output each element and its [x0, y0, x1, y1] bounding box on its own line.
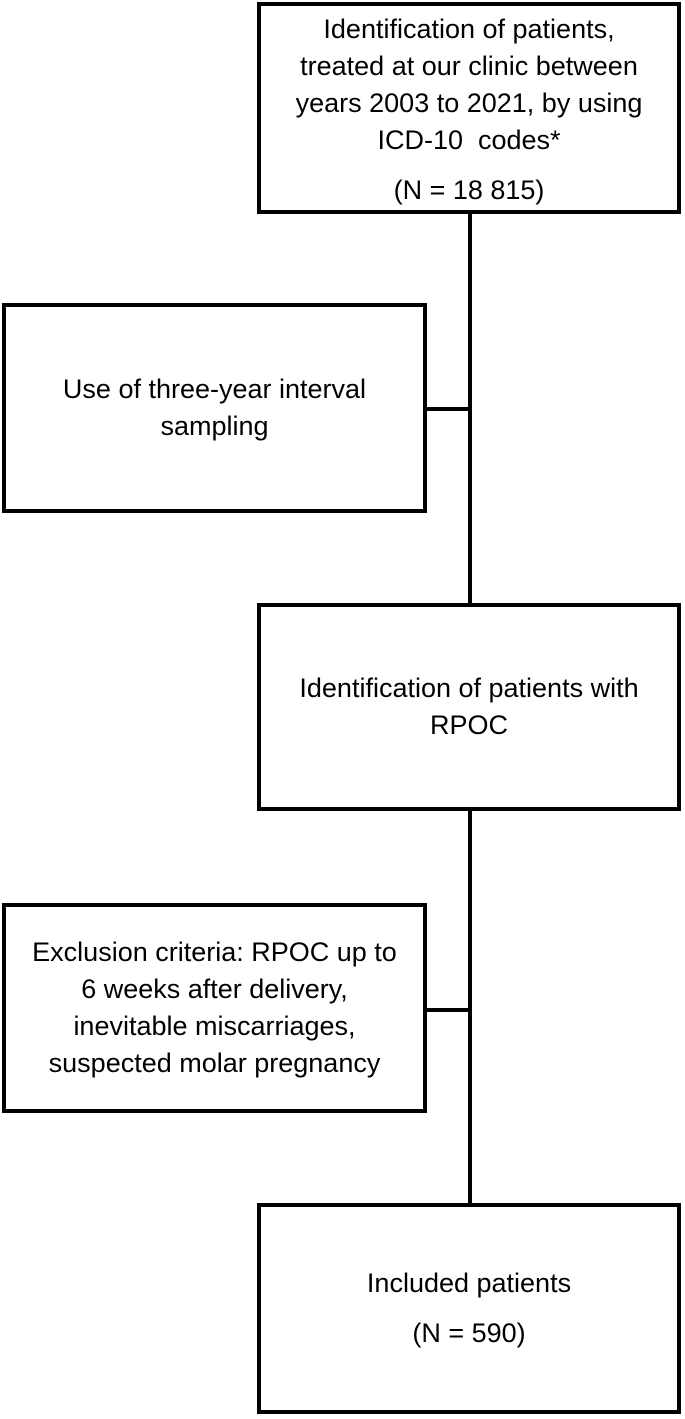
- flow-box-sampling: Use of three-year interval sampling: [2, 303, 427, 513]
- box-text-line: years 2003 to 2021, by using: [295, 88, 643, 118]
- box-text-line: ICD-10 codes*: [377, 125, 561, 155]
- box-text-line: treated at our clinic between: [300, 51, 638, 81]
- box-text-line: Included patients: [366, 1268, 572, 1298]
- box-text-line: Identification of patients,: [323, 14, 615, 44]
- connector-spine-bottom: [468, 811, 472, 1203]
- box-text-line: Use of three-year interval: [62, 374, 367, 404]
- box-text-line: Exclusion criteria: RPOC up to: [32, 937, 397, 967]
- box-text-line: Identification of patients with: [299, 673, 639, 703]
- patient-count: (N = 590): [412, 1318, 526, 1348]
- box-text-line: sampling: [160, 411, 269, 441]
- box-text-line: suspected molar pregnancy: [48, 1048, 381, 1078]
- connector-stub-sampling: [425, 407, 472, 411]
- flow-box-identification: Identification of patients, treated at o…: [257, 2, 681, 214]
- box-text-line: RPOC: [429, 710, 508, 740]
- connector-stub-exclusion: [425, 1008, 472, 1012]
- flow-box-included: Included patients (N = 590): [257, 1203, 681, 1414]
- flow-box-exclusion: Exclusion criteria: RPOC up to 6 weeks a…: [2, 903, 427, 1113]
- patient-count: (N = 18 815): [393, 175, 545, 205]
- box-text-line: inevitable miscarriages,: [73, 1011, 356, 1041]
- flow-box-rpoc: Identification of patients with RPOC: [257, 603, 681, 811]
- box-text-line: 6 weeks after delivery,: [81, 974, 348, 1004]
